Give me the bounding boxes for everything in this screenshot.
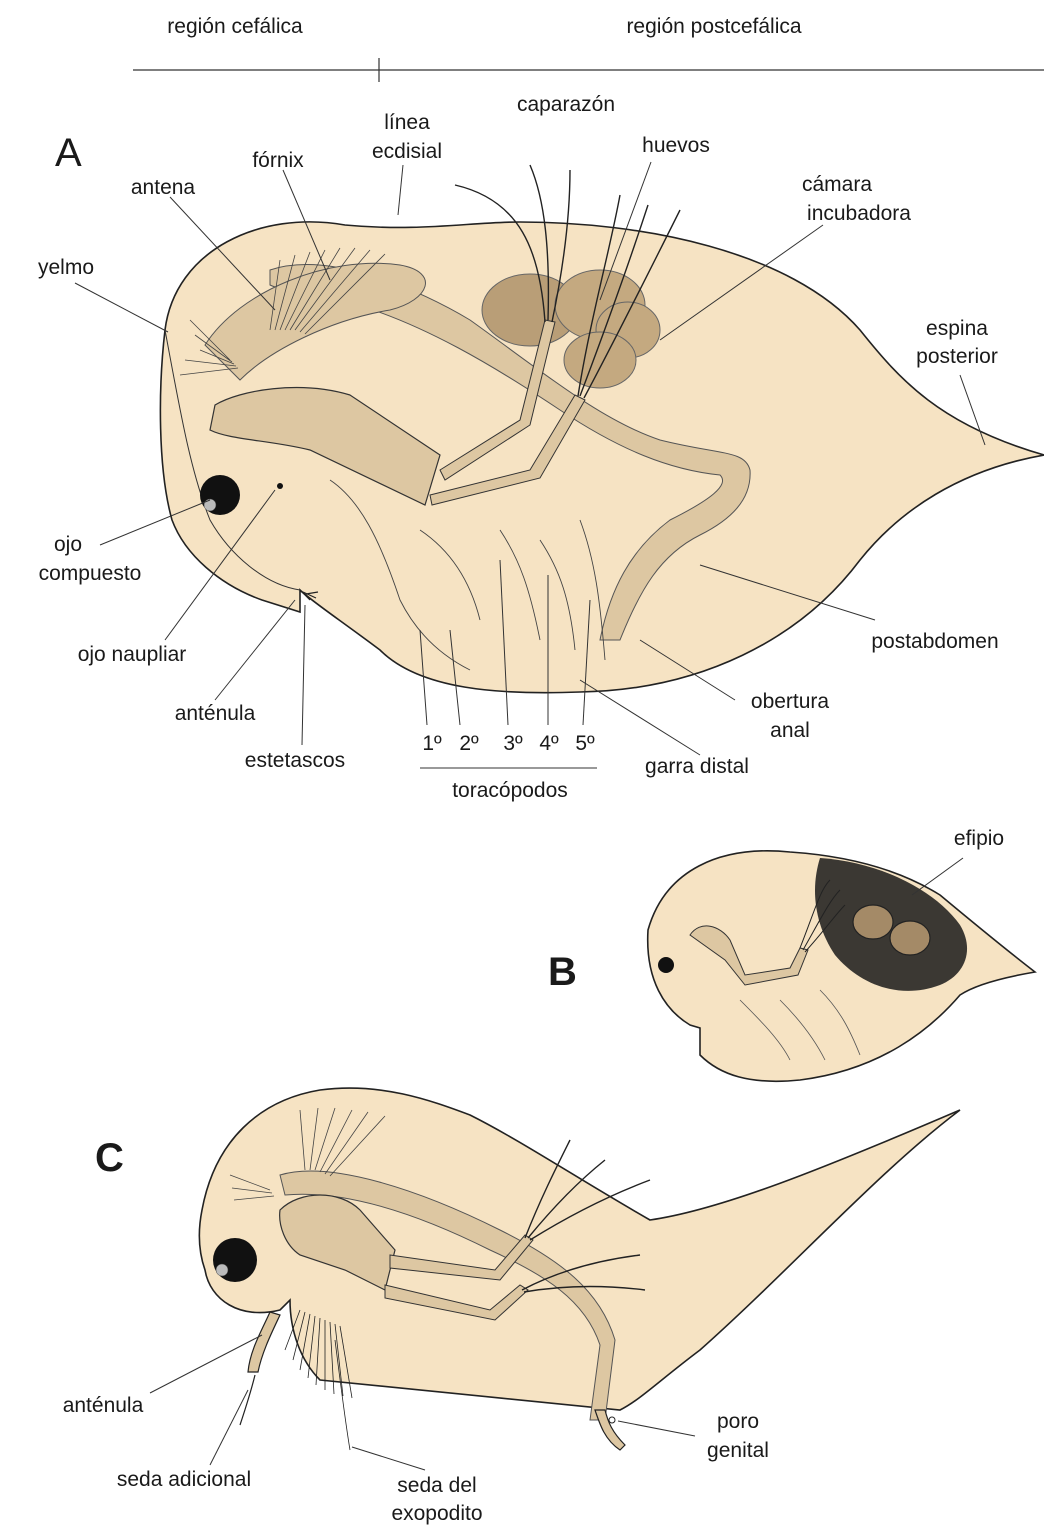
- daphnia-ephippial-drawing: [648, 851, 1035, 1081]
- panel-letter-b: B: [548, 950, 577, 994]
- panel-c: C: [63, 1088, 960, 1525]
- postabdomen-claw-c: [595, 1410, 625, 1450]
- label-poro: poro: [717, 1410, 759, 1433]
- region-label-cephalic: región cefálica: [167, 15, 303, 38]
- label-huevos: huevos: [642, 134, 710, 157]
- label-efipio: efipio: [954, 827, 1004, 850]
- label-camara: cámara: [802, 173, 872, 196]
- label-seda-del: seda del: [397, 1474, 476, 1497]
- panel-a: A: [38, 93, 1044, 802]
- additional-seta-c: [240, 1375, 255, 1425]
- label-toracopodos: toracópodos: [452, 779, 568, 802]
- antennule-c: [248, 1312, 280, 1372]
- label-linea: línea: [384, 111, 430, 134]
- label-obertura: obertura: [751, 690, 830, 713]
- label-antenula-c: anténula: [63, 1394, 144, 1417]
- label-estetascos: estetascos: [245, 749, 345, 772]
- panel-letter-a: A: [55, 131, 82, 175]
- label-garra-distal: garra distal: [645, 755, 749, 778]
- label-seda-adicional: seda adicional: [117, 1468, 251, 1491]
- label-antena: antena: [131, 176, 196, 199]
- label-incubadora: incubadora: [807, 202, 911, 225]
- eye-lens-c: [216, 1264, 228, 1276]
- label-exopodito: exopodito: [391, 1502, 482, 1525]
- label-anal: anal: [770, 719, 810, 742]
- label-limb-4: 4º: [539, 732, 559, 755]
- label-ojo-naupliar: ojo naupliar: [78, 643, 187, 666]
- label-limb-2: 2º: [459, 732, 479, 755]
- label-limb-3: 3º: [503, 732, 523, 755]
- panel-letter-c: C: [95, 1136, 124, 1180]
- compound-eye-b: [658, 957, 674, 973]
- label-limb-1: 1º: [422, 732, 442, 755]
- genital-pore-c: [609, 1417, 615, 1423]
- label-posterior: posterior: [916, 345, 998, 368]
- label-caparazon: caparazón: [517, 93, 615, 116]
- egg-4-a: [564, 332, 636, 388]
- daphnia-male-drawing: [199, 1088, 960, 1450]
- labels-c: anténula seda adicional seda del exopodi…: [63, 1394, 769, 1525]
- panel-b: B efipio: [548, 827, 1035, 1081]
- eye-lens-a: [204, 499, 216, 511]
- label-limb-5: 5º: [575, 732, 595, 755]
- region-label-postcephalic: región postcefálica: [626, 15, 801, 38]
- leader-efipio: [912, 858, 963, 895]
- label-yelmo: yelmo: [38, 256, 94, 279]
- region-header: región cefálica región postcefálica: [133, 15, 1044, 82]
- naupliar-eye-a: [277, 483, 283, 489]
- label-compuesto: compuesto: [39, 562, 142, 585]
- ephippial-egg-2: [890, 921, 930, 955]
- label-genital: genital: [707, 1439, 769, 1462]
- label-espina: espina: [926, 317, 988, 340]
- label-ojo: ojo: [54, 533, 82, 556]
- label-ecdisial: ecdisial: [372, 140, 442, 163]
- label-antenula-a: anténula: [175, 702, 256, 725]
- label-postabdomen: postabdomen: [871, 630, 998, 653]
- ephippial-egg-1: [853, 905, 893, 939]
- daphnia-female-drawing: [160, 165, 1044, 693]
- label-fornix: fórnix: [252, 149, 304, 172]
